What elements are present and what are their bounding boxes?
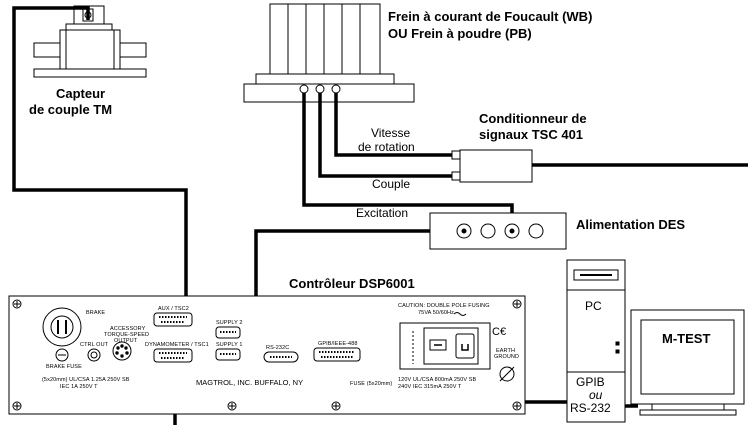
signal-conditioner-icon xyxy=(451,149,533,183)
panel-fuse-left-line1: (5x20mm) UL/CSA 1.25A 250V SB xyxy=(42,377,130,383)
rs232-label: RS-232 xyxy=(570,401,611,415)
power-supply-label: Alimentation DES xyxy=(576,217,686,232)
panel-gpib-ieee-label: GPIB/IEEE-488 xyxy=(318,341,358,347)
panel-rs232c-label: RS-232C xyxy=(266,345,290,351)
brake-title-line2: OU Frein à poudre (PB) xyxy=(388,26,532,41)
cable-brake-torque xyxy=(318,93,452,178)
panel-earth-line1: EARTH xyxy=(496,348,516,354)
panel-maker-label: MAGTROL, INC. BUFFALO, NY xyxy=(196,378,304,387)
panel-accessory-line1: ACCESSORY xyxy=(110,326,146,332)
speed-label-line2: de rotation xyxy=(358,140,415,154)
controller-rear-panel xyxy=(8,295,526,415)
panel-brake-label: BRAKE xyxy=(86,310,106,316)
panel-dynamometer-label: DYNAMOMETER / TSC1 xyxy=(145,342,209,348)
panel-fuse-left-line2: IEC 1A 250V T xyxy=(60,384,98,390)
excitation-label: Excitation xyxy=(356,206,409,220)
panel-accessory-line3: OUTPUT xyxy=(114,338,138,344)
power-supply-icon xyxy=(429,212,567,250)
panel-ctrl-out-label: CTRL OUT xyxy=(80,342,109,348)
conditioner-label-line1: Conditionneur de xyxy=(479,111,587,126)
pc-label: PC xyxy=(585,299,602,313)
pc-tower-icon xyxy=(566,259,626,423)
cable-brake-speed xyxy=(334,93,452,157)
panel-caution-line2: 75VA 50/60Hz xyxy=(418,310,454,316)
conditioner-label-line2: signaux TSC 401 xyxy=(479,127,584,142)
panel-accessory-line2: TORQUE-SPEED xyxy=(104,332,150,338)
ce-mark: C€ xyxy=(492,326,507,338)
cable-torque-sensor-aux xyxy=(12,6,188,308)
gpib-label: GPIB xyxy=(576,375,605,389)
monitor-icon xyxy=(630,309,745,416)
panel-aux-label: AUX / TSC2 xyxy=(158,306,189,312)
panel-fuse-right-line2: 240V IEC 315mA 250V T xyxy=(398,384,462,390)
brake-icon xyxy=(243,3,415,103)
panel-brake-fuse-label: BRAKE FUSE xyxy=(46,364,82,370)
panel-fuse-right-label: FUSE (5x20mm) xyxy=(350,381,393,387)
torque-sensor-label-line2: de couple TM xyxy=(29,102,113,117)
speed-label-line1: Vitesse xyxy=(371,126,411,140)
mtest-label: M-TEST xyxy=(662,331,711,346)
panel-supply1-label: SUPPLY 1 xyxy=(216,342,243,348)
torque-sensor-label-line1: Capteur xyxy=(56,86,106,101)
torque-sensor-icon xyxy=(33,5,147,78)
brake-title-line1: Frein à courant de Foucault (WB) xyxy=(388,9,593,24)
panel-caution-line1: CAUTION: DOUBLE POLE FUSING xyxy=(398,303,490,309)
panel-fuse-right-line1: 120V UL/CSA 800mA 250V SB xyxy=(398,377,477,383)
controller-label: Contrôleur DSP6001 xyxy=(289,276,415,291)
ou-label: ou xyxy=(589,388,603,402)
panel-supply2-label: SUPPLY 2 xyxy=(216,320,243,326)
torque-label: Couple xyxy=(372,177,411,191)
panel-earth-line2: GROUND xyxy=(494,354,520,360)
